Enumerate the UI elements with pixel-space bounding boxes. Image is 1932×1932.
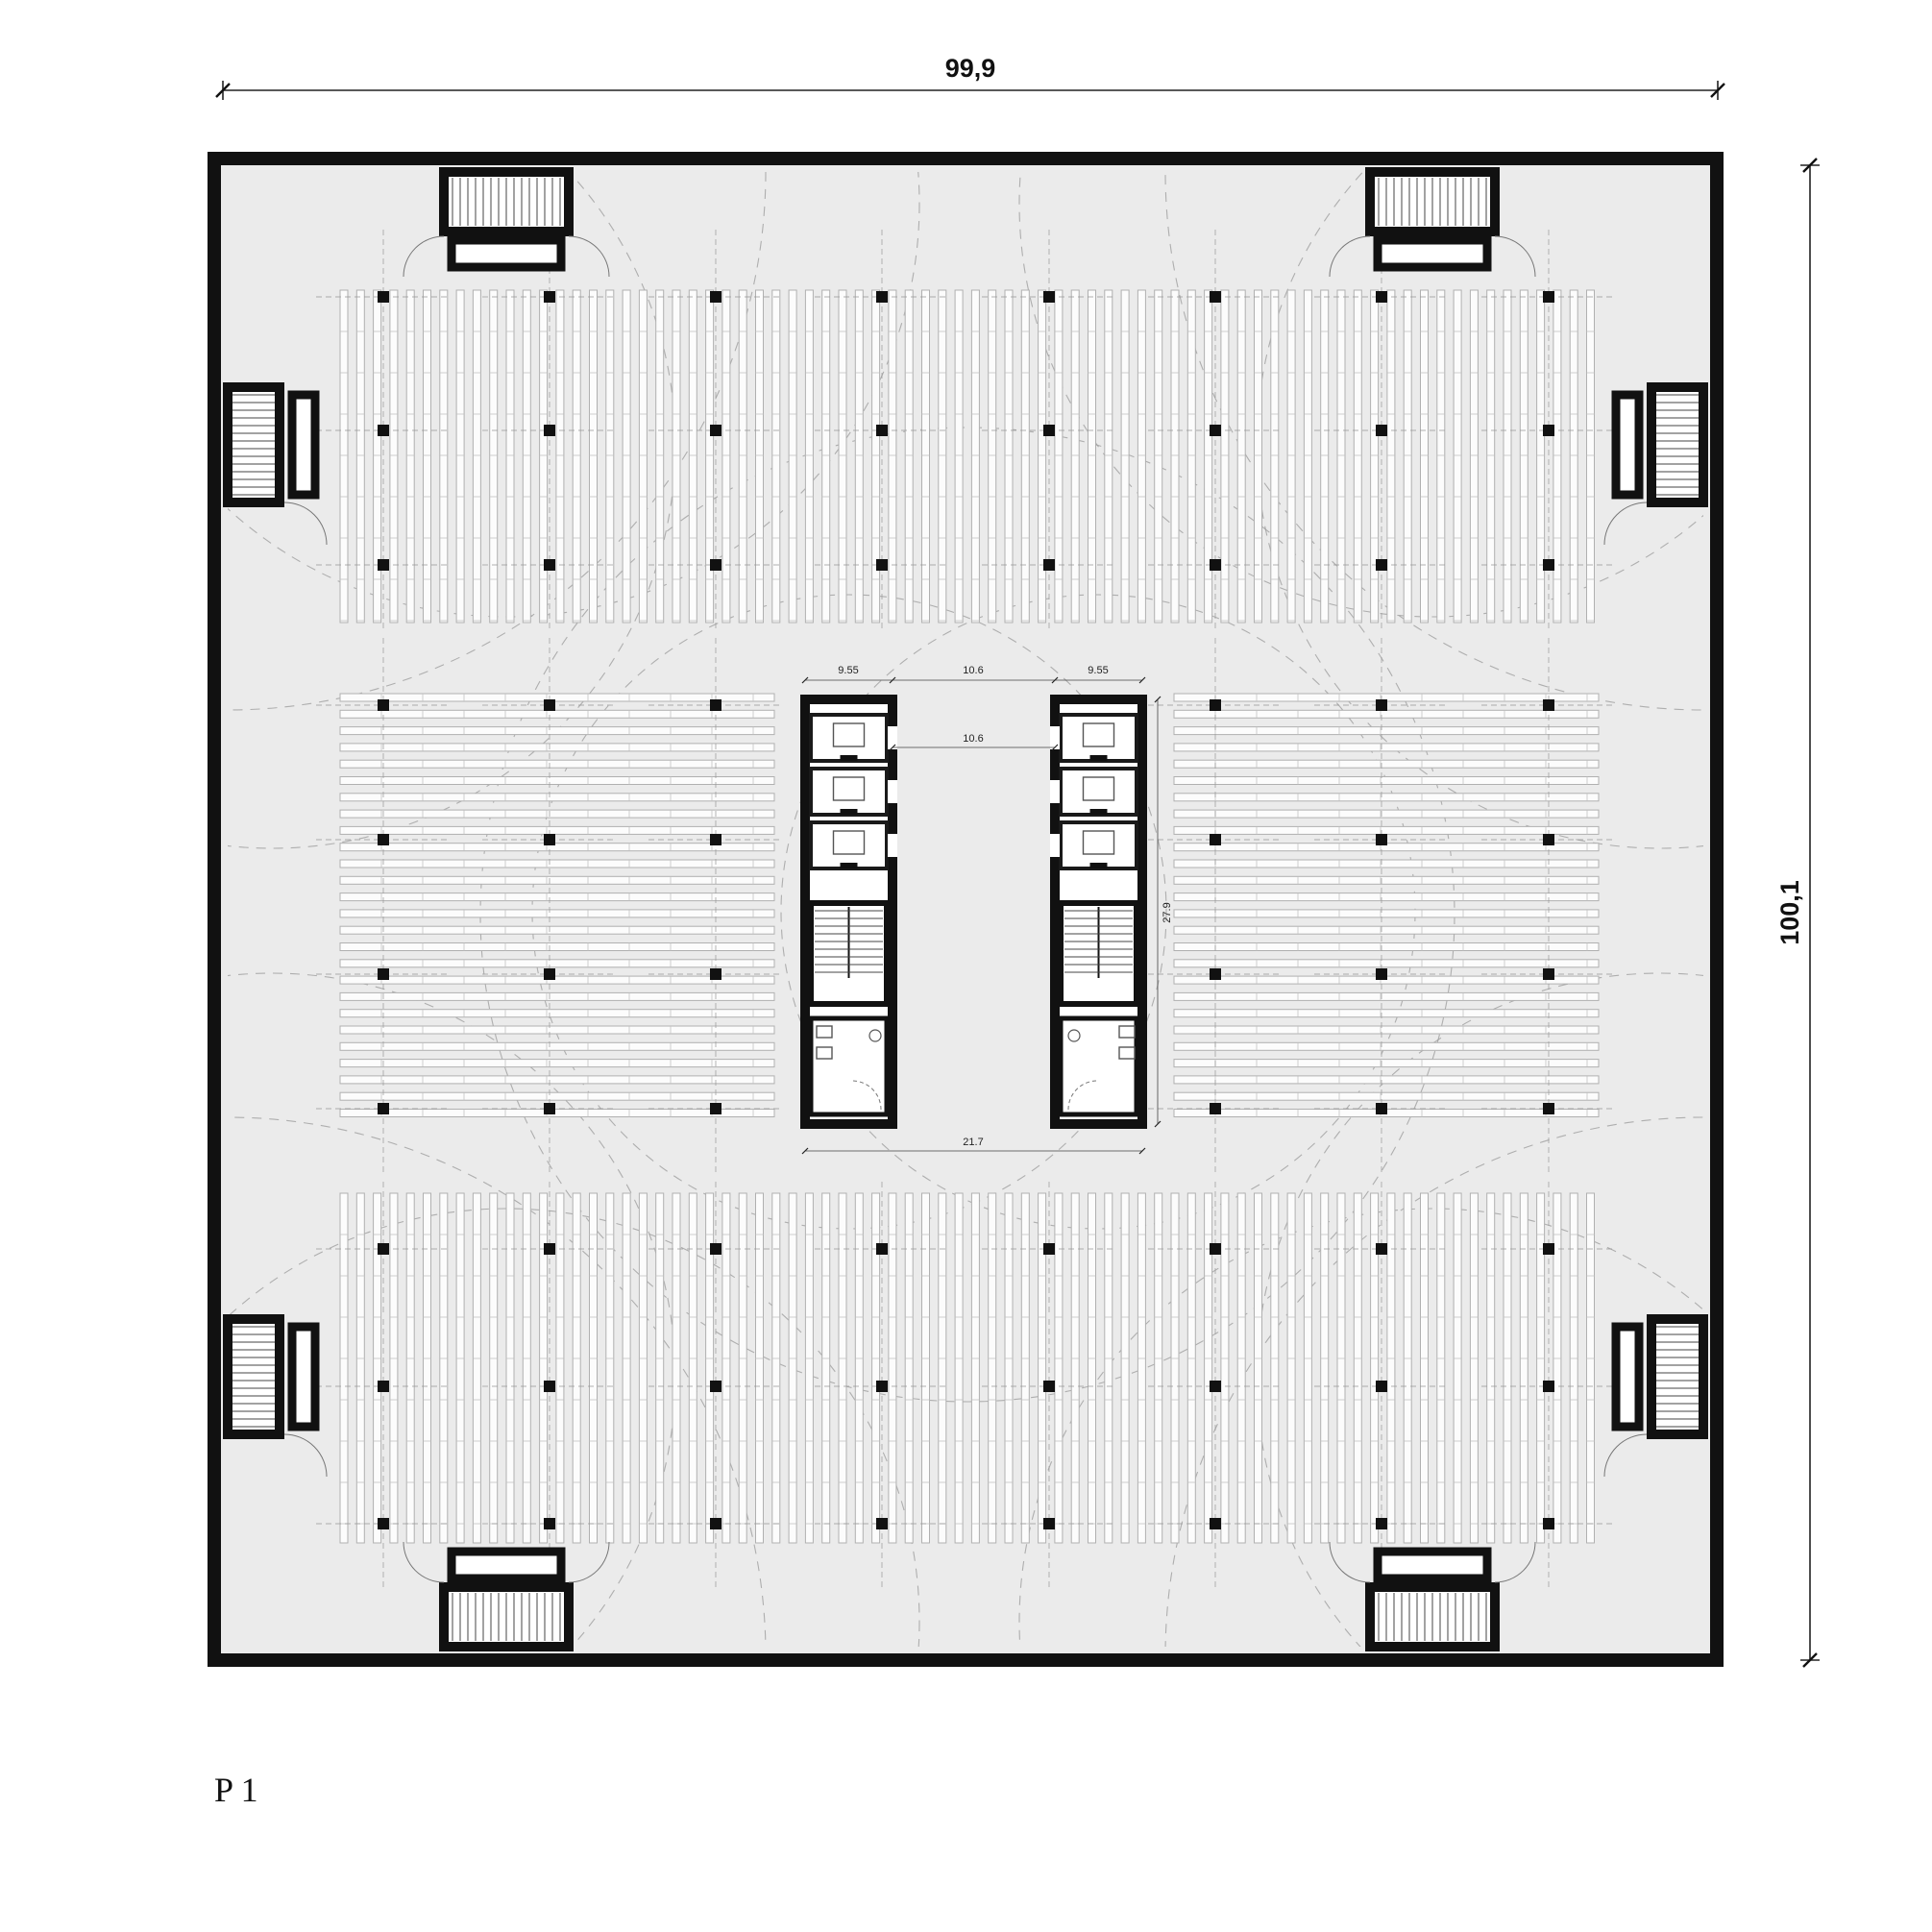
core-dim-gap: 10.6 [963,665,983,676]
central-cores [800,695,1147,1129]
dimension-top-label: 99,9 [945,54,996,83]
dimension-top: 99,9 [215,54,1725,100]
core-dim-inner-gap: 10.6 [963,733,983,745]
core-dimensions: 9.55 10.6 9.55 10.6 27.9 21.7 [801,665,1173,1155]
column-grid [316,230,1616,1591]
core-dim-right-width: 9.55 [1088,665,1108,676]
dimension-right-label: 100,1 [1775,880,1804,945]
shelving-stripes [339,289,1600,1544]
core-dim-depth: 27.9 [1162,902,1173,922]
outer-wall [208,152,1724,1667]
core-dim-left-width: 9.55 [838,665,858,676]
stair-cores [223,167,1708,1651]
core-dim-overall: 21.7 [963,1137,983,1148]
dimension-right: 100,1 [1775,158,1820,1668]
sheet-label: P 1 [214,1771,258,1809]
